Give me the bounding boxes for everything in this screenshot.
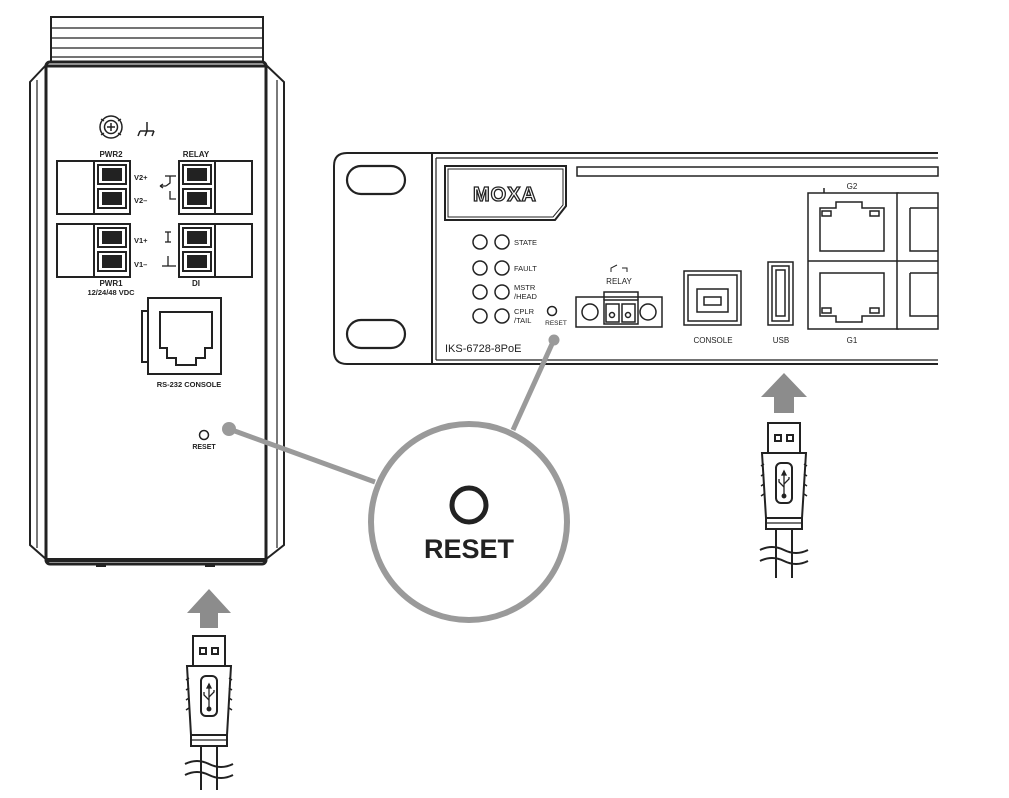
callout-left-dot bbox=[222, 422, 236, 436]
rack-ear-slot-bottom bbox=[345, 318, 407, 350]
g1-port bbox=[819, 272, 885, 323]
callout-right-dot bbox=[548, 334, 560, 346]
console-label: CONSOLE bbox=[693, 336, 732, 345]
din-rail-device bbox=[29, 16, 285, 567]
callout-reset-icon bbox=[449, 485, 489, 525]
di-terminal-block bbox=[178, 223, 253, 278]
usb-symbol-icon bbox=[203, 682, 215, 712]
insert-arrow-left bbox=[187, 589, 231, 628]
left-reset-button[interactable] bbox=[198, 429, 210, 441]
rs232-console-label: RS-232 CONSOLE bbox=[157, 380, 222, 389]
top-heatsink bbox=[50, 16, 264, 64]
callout-leader-right bbox=[510, 342, 555, 432]
led-fault-label: FAULT bbox=[514, 264, 537, 273]
led-head-label: /HEAD bbox=[514, 292, 538, 301]
console-port bbox=[683, 270, 742, 326]
usb-cable-right bbox=[759, 373, 809, 578]
led-mstr-2 bbox=[494, 284, 510, 300]
model-name: IKS-6728-8PoE bbox=[445, 343, 521, 355]
led-mstr-label: MSTR bbox=[514, 283, 536, 292]
led-indicators bbox=[472, 234, 510, 324]
di-symbol-icon bbox=[162, 231, 176, 267]
right-relay-label: RELAY bbox=[606, 277, 632, 286]
right-side-rail bbox=[264, 63, 285, 561]
relay-switch-icon bbox=[159, 175, 176, 200]
usb-port bbox=[767, 261, 794, 326]
earth-ground-icon bbox=[137, 122, 155, 137]
right-reset-label: RESET bbox=[545, 320, 567, 327]
v1-minus-label: V1– bbox=[134, 260, 147, 269]
g2-label: G2 bbox=[847, 182, 858, 191]
usb-label: USB bbox=[773, 336, 789, 345]
led-state-2 bbox=[494, 234, 510, 250]
di-label: DI bbox=[192, 279, 200, 288]
led-fault-1 bbox=[472, 260, 488, 276]
led-cplr-2 bbox=[494, 308, 510, 324]
left-side-rail bbox=[29, 63, 48, 561]
right-reset-button[interactable] bbox=[546, 305, 558, 317]
usb-cable-left bbox=[184, 589, 234, 790]
usb-symbol-icon-right bbox=[778, 469, 790, 499]
moxa-logo: MOXA bbox=[444, 165, 567, 221]
led-tail-label: /TAIL bbox=[514, 316, 531, 325]
callout-reset-label: RESET bbox=[424, 534, 515, 564]
v2-plus-label: V2+ bbox=[134, 173, 148, 182]
pwr1-voltage-label: 12/24/48 VDC bbox=[87, 288, 135, 297]
led-state-1 bbox=[472, 234, 488, 250]
g2-port bbox=[819, 201, 885, 252]
rack-ear-slot-top bbox=[345, 164, 407, 196]
relay-terminal-block bbox=[178, 160, 253, 215]
led-cplr-label: CPLR bbox=[514, 307, 535, 316]
ground-screw-icon bbox=[99, 115, 123, 139]
rs232-console-port bbox=[141, 297, 222, 375]
pwr1-label: PWR1 bbox=[99, 279, 123, 288]
pwr2-label: PWR2 bbox=[99, 150, 123, 159]
callout-leader-left bbox=[231, 427, 376, 485]
moxa-logo-text: MOXA bbox=[473, 184, 537, 206]
relay-label: RELAY bbox=[183, 150, 210, 159]
reset-callout: RESET bbox=[222, 334, 570, 623]
v2-minus-label: V2– bbox=[134, 196, 147, 205]
led-state-label: STATE bbox=[514, 238, 537, 247]
insert-arrow-right bbox=[761, 373, 807, 413]
pwr1-terminal-block bbox=[56, 223, 131, 278]
v1-plus-label: V1+ bbox=[134, 236, 148, 245]
g1-label: G1 bbox=[847, 336, 858, 345]
relay-switch-icon-right bbox=[610, 264, 628, 272]
led-cplr-1 bbox=[472, 308, 488, 324]
left-reset-label: RESET bbox=[192, 444, 216, 451]
relay-connector bbox=[575, 291, 663, 328]
gigabit-ports bbox=[807, 188, 939, 330]
led-mstr-1 bbox=[472, 284, 488, 300]
led-fault-2 bbox=[494, 260, 510, 276]
pwr2-terminal-block bbox=[56, 160, 131, 215]
